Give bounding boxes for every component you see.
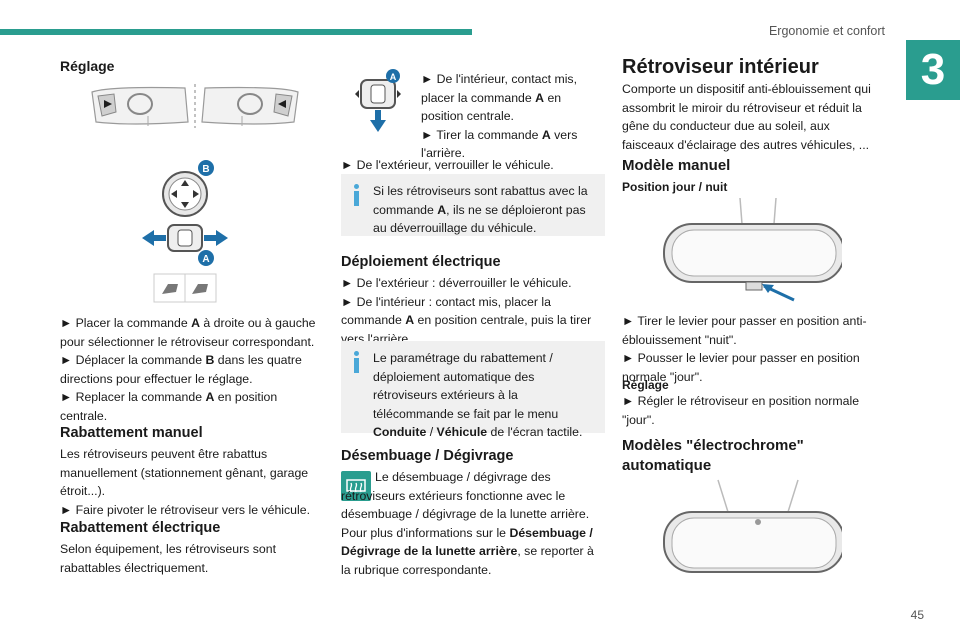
retroviseur-interieur-heading: Rétroviseur intérieur <box>622 56 819 78</box>
rabattement-electrique-heading: Rabattement électrique <box>60 520 221 536</box>
reglage-heading: Réglage <box>60 58 115 74</box>
manual-mirror-figure <box>663 197 842 302</box>
chapter-tab: 3 <box>906 40 960 100</box>
step-outside: ► De l'extérieur, verrouiller le véhicul… <box>341 158 554 172</box>
label-a: A <box>202 254 209 265</box>
electrochrome-heading: Modèles "électrochrome" automatique <box>622 437 804 474</box>
electrochrome-mirror-figure <box>663 479 842 573</box>
rabattement-manuel-heading: Rabattement manuel <box>60 425 203 441</box>
reglage-step: ► Régler le rétroviseur en position norm… <box>622 394 860 427</box>
header-rule <box>0 29 472 35</box>
rabattement-manuel-text: Les rétroviseurs peuvent être rabattus m… <box>60 447 311 517</box>
page-number: 45 <box>910 608 924 622</box>
rabattement-electrique-text: Selon équipement, les rétroviseurs sont … <box>60 542 276 575</box>
info-note-fold: Si les rétroviseurs sont rabattus avec l… <box>341 174 605 236</box>
reglage-text: ► Placer la commande A à droite ou à gau… <box>60 316 316 423</box>
deploiement-heading: Déploiement électrique <box>341 254 501 270</box>
rear-defrost-icon <box>341 471 371 501</box>
info-icon <box>351 351 363 373</box>
position-heading: Position jour / nuit <box>622 180 728 194</box>
deploiement-text: ► De l'extérieur : déverrouiller le véhi… <box>341 276 592 346</box>
desembuage-text: Le désembuage / dégivrage des rétroviseu… <box>341 470 594 577</box>
reglage-label: Réglage <box>622 378 669 392</box>
door-mirrors-figure <box>91 84 299 128</box>
mirror-control-figure: B A <box>142 160 228 303</box>
desembuage-heading: Désembuage / Dégivrage <box>341 448 514 464</box>
control-pull-figure: A <box>355 69 401 132</box>
label-b: B <box>202 164 209 175</box>
position-steps: ► Tirer le levier pour passer en positio… <box>622 314 867 384</box>
info-icon <box>351 184 363 206</box>
section-title: Ergonomie et confort <box>768 24 885 38</box>
info-note-settings: Le paramétrage du rabattement / déploiem… <box>341 341 605 439</box>
retroviseur-intro: Comporte un dispositif anti-éblouissemen… <box>622 82 871 152</box>
label-a-middle: A <box>390 72 397 82</box>
step-intro: ► De l'intérieur, contact mis, placer la… <box>421 72 578 160</box>
modele-manuel-heading: Modèle manuel <box>622 157 731 174</box>
